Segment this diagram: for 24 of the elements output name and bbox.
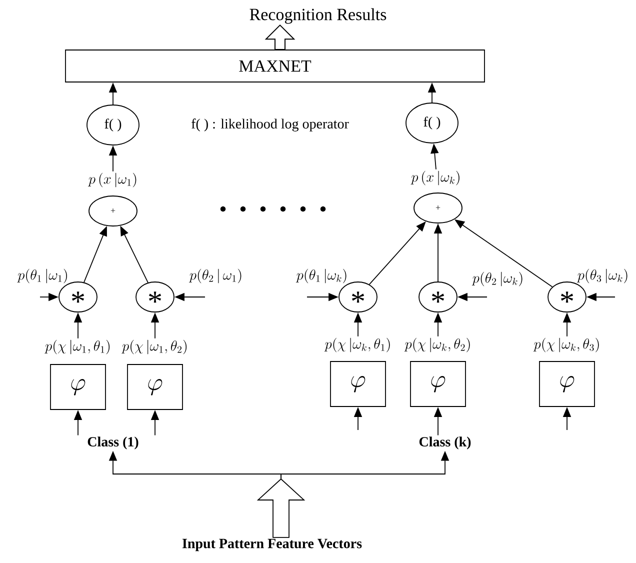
function-box: $\varphi$: [539, 361, 595, 407]
text-label: Class (k): [419, 436, 471, 450]
text-label: $p(\chi\,|\omega_k,\theta_3)$: [533, 338, 599, 352]
function-box: $\varphi$: [410, 361, 466, 407]
edge-label: $p(\theta_2\,|\omega_k)$: [472, 272, 522, 286]
function-box: $\varphi$: [127, 364, 183, 410]
text-label: $p(\chi\,|\omega_k,\theta_2)$: [404, 338, 470, 352]
text-label: $p(\chi\,|\omega_1,\theta_1)$: [44, 340, 110, 354]
text-label: $p\,(x\,|\omega_k)$: [410, 170, 460, 186]
legend-note: f( ) : likelihood log operator: [192, 118, 349, 132]
edge-label: $p(\theta_3\,|\omega_k)$: [576, 268, 628, 284]
text-label: Recognition Results: [250, 8, 386, 24]
hollow-arrow: [264, 24, 296, 50]
edge-label: $p(\theta_1\,|\omega_1)$: [17, 268, 67, 284]
function-box: $\varphi$: [330, 361, 386, 407]
function-box: $\varphi$: [50, 364, 106, 410]
text-label: Input Pattern Feature Vectors: [182, 538, 362, 552]
edge-label: $p(\theta_1\,|\omega_k)$: [296, 268, 346, 284]
text-label: $p(\chi\,|\omega_k,\theta_1)$: [324, 338, 390, 352]
edge-label: $p(\theta_2\,|\,\omega_1)$: [188, 268, 242, 284]
text-label: $p\,(x\,|\omega_1)$: [88, 172, 136, 188]
text-label: $p(\chi\,|\omega_1,\theta_2)$: [122, 340, 187, 354]
maxnet-box: MAXNET: [65, 50, 485, 82]
text-label: Class (1): [88, 436, 138, 450]
